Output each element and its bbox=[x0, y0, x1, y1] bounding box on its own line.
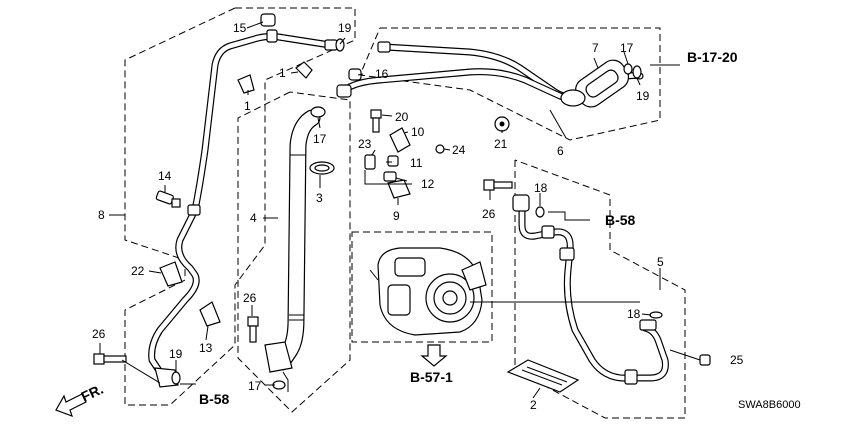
callout-21: 21 bbox=[494, 137, 508, 151]
callout-3: 3 bbox=[316, 191, 323, 205]
boundary-hose-4 bbox=[237, 91, 351, 413]
callout-1-top: 1 bbox=[279, 66, 286, 80]
callout-12: 12 bbox=[421, 177, 435, 191]
callout-20: 20 bbox=[395, 110, 409, 124]
callout-17-left: 17 bbox=[248, 379, 262, 393]
callout-16: 16 bbox=[375, 67, 389, 81]
callout-8: 8 bbox=[98, 208, 105, 222]
callout-numbers: 15 19 1 16 1 7 17 19 6 21 20 17 10 23 24… bbox=[92, 21, 744, 412]
callout-5: 5 bbox=[657, 255, 664, 269]
callout-17-right: 17 bbox=[620, 41, 634, 55]
pipe-8 bbox=[148, 29, 338, 388]
front-marker-label: FR. bbox=[79, 381, 106, 405]
callout-25: 25 bbox=[730, 353, 744, 367]
callout-14: 14 bbox=[158, 169, 172, 183]
hose-5 bbox=[512, 194, 669, 385]
callout-24: 24 bbox=[452, 143, 466, 157]
boundary-pipe-8 bbox=[124, 7, 356, 406]
callout-1-mid: 1 bbox=[244, 99, 251, 113]
callout-18-top: 18 bbox=[534, 181, 548, 195]
pipe-6 bbox=[336, 41, 644, 108]
callout-9: 9 bbox=[393, 209, 400, 223]
ref-b-17-20: B-17-20 bbox=[687, 49, 738, 65]
callout-26-mid: 26 bbox=[243, 291, 257, 305]
callout-19-top: 19 bbox=[338, 21, 352, 35]
callout-19-left: 19 bbox=[169, 347, 183, 361]
reference-labels: B-17-20 B-58 B-58 B-57-1 SWA8B6000 bbox=[199, 49, 801, 411]
callout-4: 4 bbox=[250, 211, 257, 225]
callout-11: 11 bbox=[410, 156, 423, 170]
callout-10: 10 bbox=[411, 125, 425, 139]
leader-lines bbox=[99, 21, 701, 399]
compressor-illustration bbox=[377, 247, 487, 336]
boundary-compressor bbox=[351, 231, 493, 343]
callout-26-right: 26 bbox=[482, 207, 496, 221]
ref-b-57-1: B-57-1 bbox=[410, 369, 453, 385]
callout-26-left: 26 bbox=[92, 327, 106, 341]
callout-19-right: 19 bbox=[636, 89, 650, 103]
callout-23: 23 bbox=[358, 137, 372, 151]
callout-18-bottom: 18 bbox=[627, 307, 641, 321]
part-2-plate bbox=[506, 359, 580, 393]
callout-13: 13 bbox=[199, 341, 213, 355]
callout-7: 7 bbox=[592, 41, 599, 55]
callout-22: 22 bbox=[131, 264, 145, 278]
callout-17-mid: 17 bbox=[313, 132, 327, 146]
callout-6: 6 bbox=[557, 144, 564, 158]
callout-15: 15 bbox=[233, 21, 247, 35]
b571-down-arrow bbox=[420, 344, 448, 367]
diagram-code: SWA8B6000 bbox=[738, 399, 801, 411]
hose-4 bbox=[264, 106, 326, 373]
ref-b-58-right: B-58 bbox=[605, 212, 636, 228]
front-arrow: FR. bbox=[55, 381, 106, 418]
ref-b-58-left: B-58 bbox=[199, 391, 230, 407]
callout-2: 2 bbox=[530, 398, 537, 412]
